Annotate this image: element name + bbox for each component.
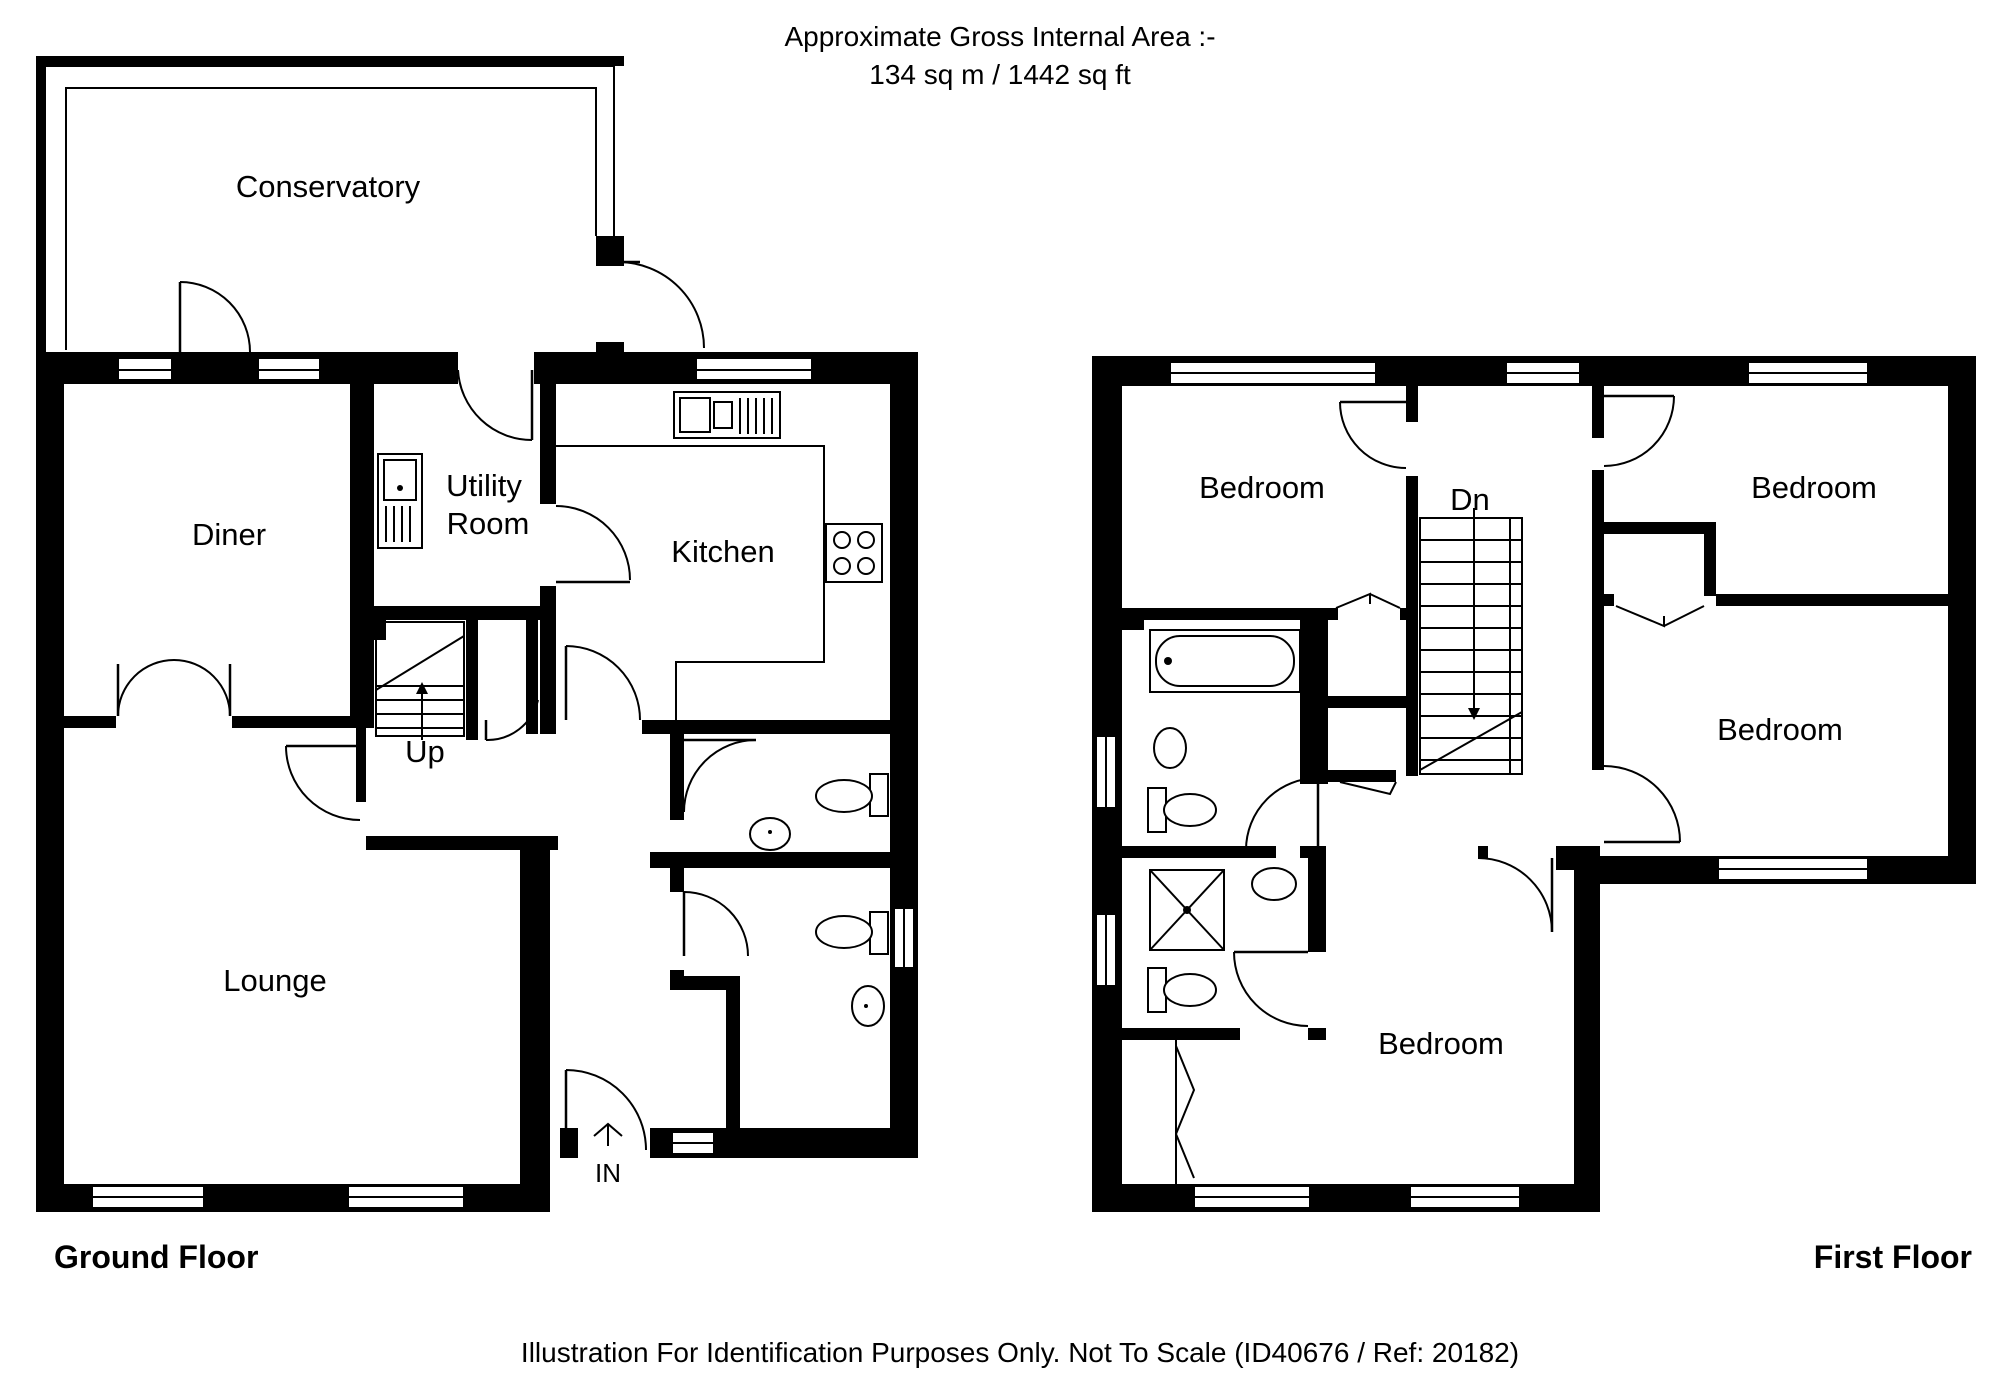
entrance-label: IN bbox=[595, 1158, 621, 1188]
room-label-bedroom-top-right: Bedroom bbox=[1751, 470, 1877, 505]
first-floor-fixtures bbox=[1147, 629, 1301, 1013]
first-floor-plan: Bedroom Bedroom Bedroom Bedroom Dn First… bbox=[1092, 356, 1976, 1275]
ground-floor-doors bbox=[116, 260, 757, 1158]
stairs-up-label: Up bbox=[405, 734, 445, 769]
room-label-diner: Diner bbox=[192, 517, 266, 552]
room-label-conservatory: Conservatory bbox=[236, 169, 421, 204]
first-floor-label: First Floor bbox=[1814, 1239, 1972, 1275]
first-floor-doors bbox=[1174, 394, 1705, 1184]
first-floor-stairs bbox=[1419, 508, 1523, 775]
first-floor-windows bbox=[1095, 361, 1869, 1209]
disclaimer: Illustration For Identification Purposes… bbox=[521, 1337, 1519, 1368]
ground-floor-stairs bbox=[375, 621, 465, 740]
ground-floor-label: Ground Floor bbox=[54, 1239, 258, 1275]
area-value: 134 sq m / 1442 sq ft bbox=[869, 59, 1131, 90]
stairs-down-label: Dn bbox=[1450, 482, 1490, 517]
room-label-lounge: Lounge bbox=[223, 963, 326, 998]
room-label-kitchen: Kitchen bbox=[671, 534, 774, 569]
room-label-utility-line1: Utility bbox=[446, 468, 522, 503]
room-label-bedroom-bottom: Bedroom bbox=[1378, 1026, 1504, 1061]
conservatory-frame bbox=[36, 56, 624, 354]
ground-floor-windows bbox=[91, 357, 915, 1209]
area-title: Approximate Gross Internal Area :- bbox=[784, 21, 1215, 52]
room-label-utility-line2: Room bbox=[447, 506, 530, 541]
ground-floor-plan: Conservatory Diner Utility Room Kitchen … bbox=[36, 56, 918, 1275]
room-label-bedroom-right: Bedroom bbox=[1717, 712, 1843, 747]
ground-floor-fixtures bbox=[377, 391, 889, 1146]
room-label-bedroom-top-left: Bedroom bbox=[1199, 470, 1325, 505]
